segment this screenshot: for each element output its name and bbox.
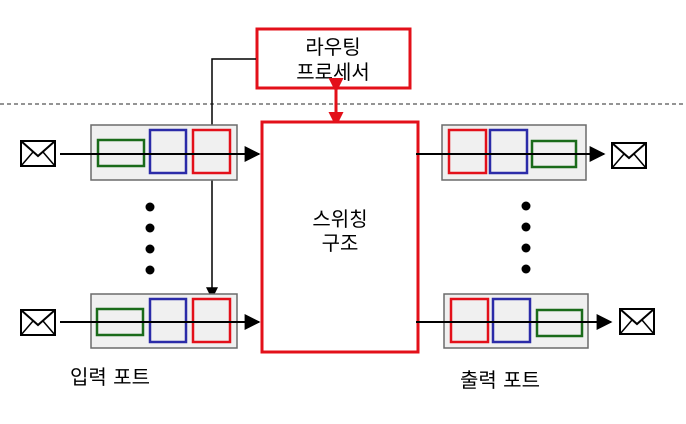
queue-packet-blue bbox=[491, 297, 532, 344]
routing-processor-label-line2: 프로세서 bbox=[296, 60, 370, 84]
envelope-icon bbox=[619, 308, 655, 335]
input-port-top bbox=[90, 124, 238, 181]
switching-fabric-box bbox=[260, 120, 420, 354]
forwarding-table-path bbox=[206, 58, 256, 300]
switching-fabric-label-line2: 구조 bbox=[322, 231, 359, 255]
envelope-icon bbox=[611, 142, 647, 169]
output-port-top bbox=[441, 124, 587, 181]
queue-packet-red bbox=[191, 128, 232, 175]
output-ports-label: 출력 포트 bbox=[460, 368, 540, 392]
switching-fabric-label-line1: 스위칭 bbox=[312, 207, 367, 231]
input-ports-ellipsis bbox=[145, 202, 155, 275]
queue-packet-blue bbox=[488, 128, 529, 175]
queue-packet-red bbox=[449, 297, 490, 344]
input-ports-label: 입력 포트 bbox=[70, 365, 150, 389]
queue-packet-red bbox=[191, 297, 232, 344]
queue-packet-red bbox=[447, 128, 488, 175]
envelope-icon bbox=[20, 309, 56, 336]
envelope-icon bbox=[20, 140, 56, 167]
queue-packet-blue bbox=[148, 297, 188, 344]
output-ports-ellipsis bbox=[521, 201, 531, 274]
queue-packet-blue bbox=[148, 128, 188, 175]
routing-processor-label-line1: 라우팅 bbox=[305, 35, 360, 59]
